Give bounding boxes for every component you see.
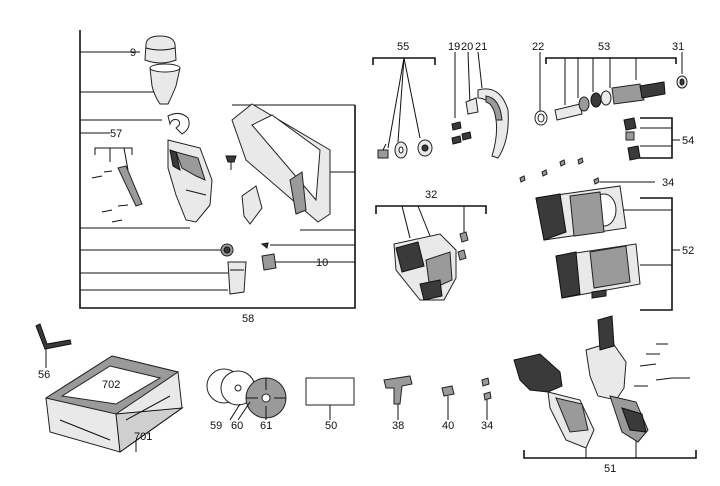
group-51-bracket — [523, 430, 697, 459]
tiny-screws-top — [519, 157, 655, 185]
guide-strip-part — [117, 165, 143, 207]
group-58-bracket — [79, 30, 356, 309]
clip-ring-part — [167, 112, 190, 135]
ring-part-22 — [534, 110, 548, 126]
screws-19-20 — [451, 51, 483, 145]
label-53: 53 — [598, 41, 610, 53]
base-plate-part — [231, 103, 331, 223]
group-55-bracket — [372, 57, 436, 149]
label-52: 52 — [682, 245, 694, 257]
label-61: 61 — [260, 420, 272, 432]
label-54: 54 — [682, 135, 694, 147]
handle-half-left-51 — [513, 353, 595, 449]
small-clip-part-40 — [441, 385, 455, 420]
group-54-bracket — [623, 117, 680, 161]
t-clip-part-38 — [383, 375, 413, 420]
bolt-part — [377, 143, 389, 159]
label-10: 10 — [316, 257, 328, 269]
washer-part — [394, 141, 408, 159]
label-32: 32 — [425, 189, 437, 201]
label-60: 60 — [231, 420, 243, 432]
label-57: 57 — [110, 128, 122, 140]
guard-housing-part — [167, 139, 213, 223]
label-50: 50 — [325, 420, 337, 432]
bracket-plate-part — [241, 185, 263, 225]
label-38: 38 — [392, 420, 404, 432]
label-21: 21 — [475, 41, 487, 53]
label-58: 58 — [242, 313, 254, 325]
label-702: 702 — [102, 379, 120, 391]
shaft-assembly-53 — [554, 75, 688, 121]
handle-half-right-51 — [585, 315, 649, 443]
label-55: 55 — [397, 41, 409, 53]
label-sticker-50 — [305, 377, 355, 420]
label-22: 22 — [532, 41, 544, 53]
label-31: 31 — [672, 41, 684, 53]
housing-upper-part — [535, 185, 627, 241]
housing-lower-part — [555, 243, 641, 299]
label-34-top: 34 — [662, 177, 674, 189]
lever-part-10 — [260, 242, 277, 271]
funnel-part — [149, 63, 181, 105]
screws-51 — [634, 343, 690, 387]
nut-part — [417, 139, 433, 157]
label-40: 40 — [442, 420, 454, 432]
label-56: 56 — [38, 369, 50, 381]
label-51: 51 — [604, 463, 616, 475]
arc-guard-part-21 — [477, 88, 509, 159]
knob-part — [227, 261, 247, 295]
hex-key-part-56 — [35, 323, 72, 368]
diamond-blade-61 — [229, 377, 287, 421]
label-701: 701 — [134, 431, 152, 443]
carry-case-part — [44, 355, 184, 453]
group-53-bracket — [539, 52, 683, 112]
small-screws-left — [91, 170, 129, 223]
label-20: 20 — [461, 41, 473, 53]
screw-part-small — [225, 155, 237, 170]
label-59: 59 — [210, 420, 222, 432]
screws-part-34-bottom — [481, 377, 492, 420]
gear-part — [220, 243, 234, 257]
group-32-bracket — [375, 205, 487, 239]
label-34-bottom: 34 — [481, 420, 493, 432]
gearbox-assembly-32 — [393, 231, 469, 301]
part-number-labels: 9 57 10 58 55 19 20 21 22 53 31 54 34 32… — [38, 41, 694, 475]
label-9: 9 — [130, 47, 136, 59]
group-57-bracket — [94, 132, 133, 171]
cap-part-9 — [144, 35, 177, 64]
label-19: 19 — [448, 41, 460, 53]
